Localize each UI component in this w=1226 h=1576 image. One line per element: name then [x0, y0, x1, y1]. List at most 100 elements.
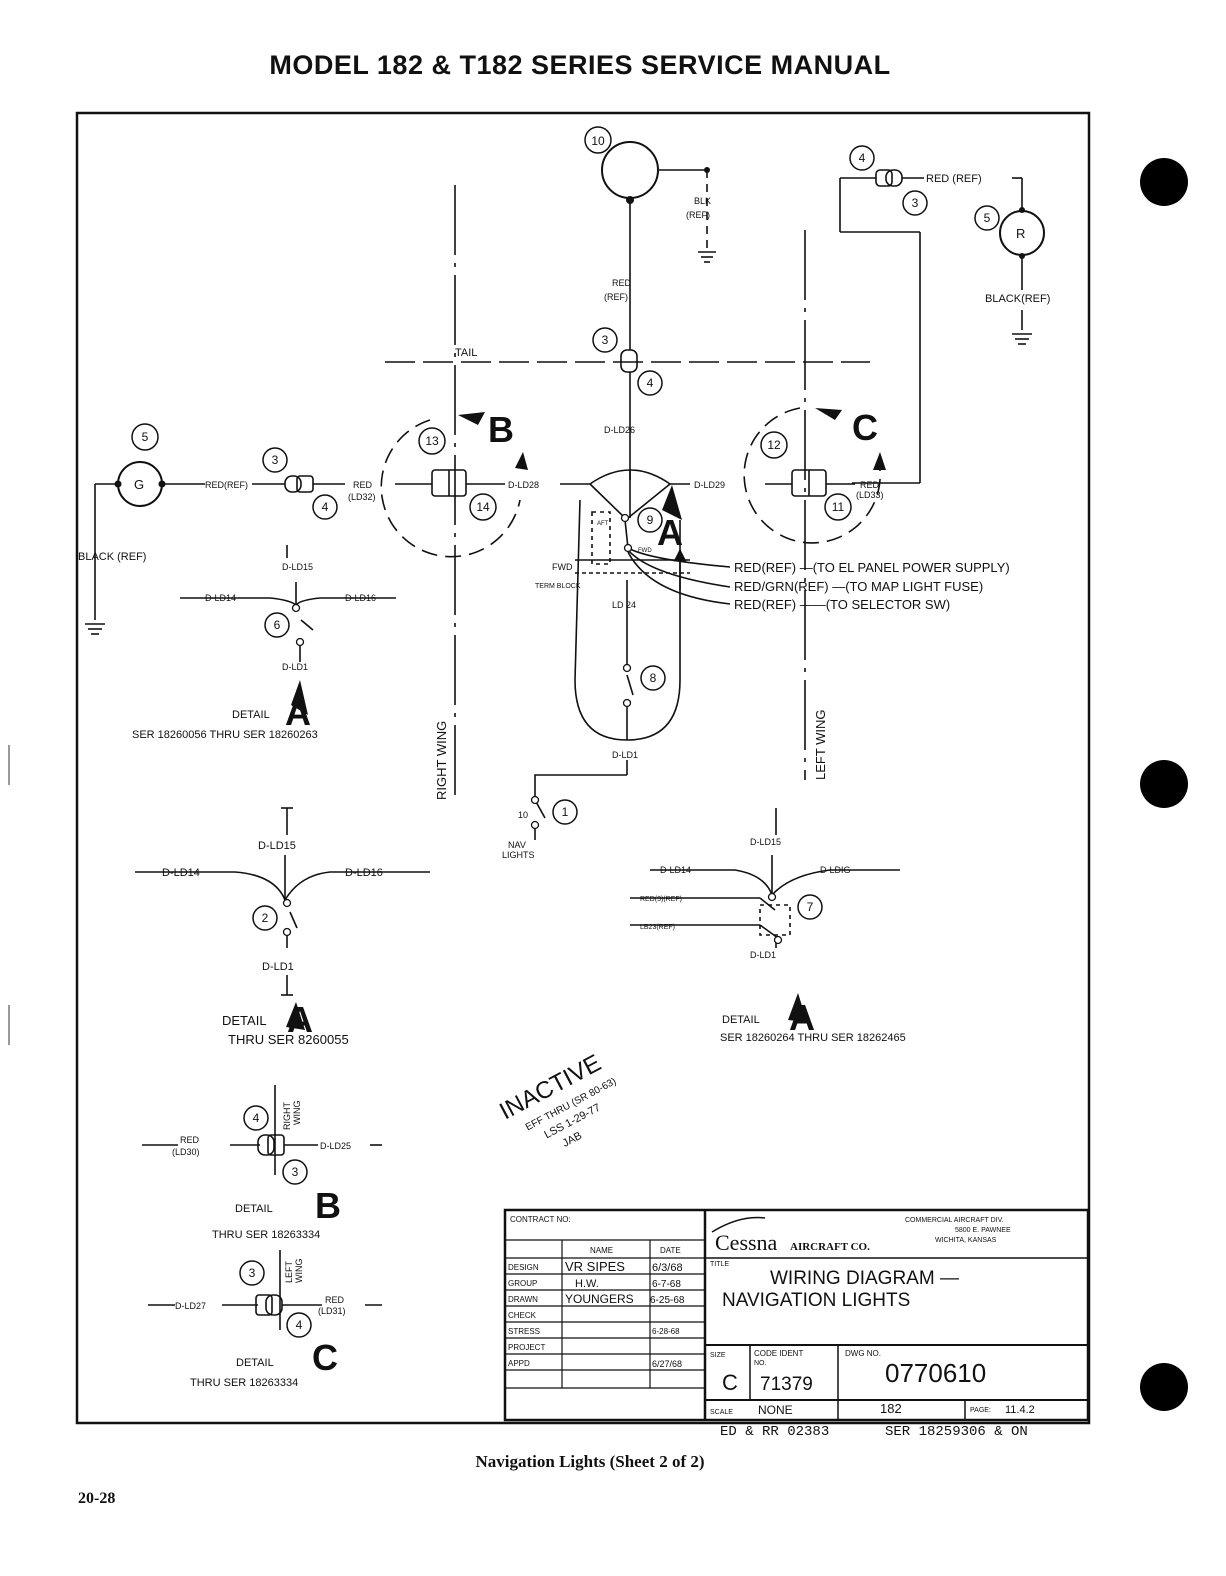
svg-text:WING: WING — [294, 1259, 304, 1284]
svg-text:2: 2 — [262, 911, 269, 925]
svg-text:7: 7 — [807, 900, 814, 914]
svg-text:AIRCRAFT CO.: AIRCRAFT CO. — [790, 1241, 870, 1253]
svg-text:4: 4 — [647, 376, 654, 390]
svg-text:4: 4 — [322, 500, 329, 514]
svg-text:6/27/68: 6/27/68 — [652, 1359, 682, 1369]
svg-text:(REF): (REF) — [686, 210, 710, 220]
svg-text:H.W.: H.W. — [575, 1278, 599, 1290]
svg-text:(LD30): (LD30) — [172, 1147, 200, 1157]
svg-text:C: C — [722, 1370, 738, 1395]
inactive-stamp: INACTIVE EFF THRU (SR 80-63) LSS 1-29-77… — [495, 1049, 618, 1149]
detail-b-ser: THRU SER 18263334 — [212, 1229, 320, 1241]
binder-hole — [1140, 760, 1188, 808]
drawing-title-line2: NAVIGATION LIGHTS — [722, 1290, 910, 1311]
svg-text:A: A — [285, 692, 311, 733]
svg-text:4: 4 — [859, 151, 866, 165]
svg-text:14: 14 — [476, 500, 490, 514]
svg-text:DESIGN: DESIGN — [508, 1263, 539, 1272]
fwd-label: FWD — [552, 562, 573, 572]
detail-c-callout: C — [852, 407, 878, 448]
svg-text:WING: WING — [292, 1101, 302, 1126]
svg-text:5800 E. PAWNEE: 5800 E. PAWNEE — [955, 1227, 1011, 1234]
svg-text:6-28-68: 6-28-68 — [652, 1327, 680, 1336]
svg-text:3: 3 — [602, 333, 609, 347]
d-ld28-label: D-LD28 — [508, 480, 539, 490]
svg-text:11: 11 — [832, 500, 845, 514]
svg-text:D-LD1: D-LD1 — [750, 950, 776, 960]
svg-text:NONE: NONE — [758, 1403, 793, 1417]
svg-text:LB23(REF): LB23(REF) — [640, 924, 675, 931]
svg-text:LEFT: LEFT — [284, 1260, 294, 1283]
term-block-label: TERM BLOCK — [535, 583, 581, 590]
svg-text:PROJECT: PROJECT — [508, 1343, 545, 1352]
svg-text:D-LD25: D-LD25 — [320, 1141, 351, 1151]
figure-caption: Navigation Lights (Sheet 2 of 2) — [475, 1452, 705, 1471]
svg-text:YOUNGERS: YOUNGERS — [565, 1292, 634, 1306]
left-wing-label: LEFT WING — [813, 709, 828, 780]
svg-text:COMMERCIAL AIRCRAFT DIV.: COMMERCIAL AIRCRAFT DIV. — [905, 1217, 1004, 1224]
svg-text:(LD31): (LD31) — [318, 1306, 346, 1316]
svg-text:RED: RED — [325, 1295, 345, 1305]
cessna-logo: Cessna — [715, 1230, 778, 1255]
svg-text:RED: RED — [353, 480, 373, 490]
d-ld26-label: D-LD26 — [604, 425, 635, 435]
svg-text:3: 3 — [249, 1266, 256, 1280]
svg-text:8: 8 — [650, 671, 657, 685]
serial-effectivity: SER 18259306 & ON — [885, 1424, 1028, 1440]
detail-a2-ser: THRU SER 8260055 — [228, 1032, 349, 1047]
blk-ref-label: BLK — [694, 196, 711, 206]
svg-text:10: 10 — [518, 810, 528, 820]
svg-text:13: 13 — [425, 434, 439, 448]
title-block-rows: DESIGN VR SIPES 6/3/68 GROUP H.W. 6-7-68… — [508, 1259, 685, 1369]
svg-text:D-LD14: D-LD14 — [660, 865, 691, 875]
drawing-frame — [75, 111, 1091, 1425]
svg-text:D-LD16: D-LD16 — [345, 867, 383, 879]
svg-text:11.4.2: 11.4.2 — [1005, 1404, 1035, 1416]
svg-text:RED: RED — [180, 1135, 200, 1145]
svg-text:CHECK: CHECK — [508, 1311, 537, 1320]
detail-b-callout: B — [488, 409, 514, 450]
detail-a1-label: DETAIL — [232, 709, 270, 721]
svg-text:(LD33): (LD33) — [856, 490, 884, 500]
svg-text:(LD32): (LD32) — [348, 492, 376, 502]
d-ld1-main-label: D-LD1 — [612, 750, 638, 760]
detail-a-callout: A — [657, 512, 683, 553]
svg-text:D-LD14: D-LD14 — [162, 867, 200, 879]
svg-text:DRAWN: DRAWN — [508, 1295, 538, 1304]
tail-label: TAIL — [455, 347, 477, 359]
nav-lights-label: NAV — [508, 840, 526, 850]
edge-mark — [8, 745, 10, 785]
binder-hole — [1140, 158, 1188, 206]
svg-text:3: 3 — [272, 453, 279, 467]
svg-text:APPD: APPD — [508, 1359, 530, 1368]
svg-text:RED(3)(REF): RED(3)(REF) — [640, 896, 682, 903]
svg-text:12: 12 — [767, 438, 781, 452]
edge-mark — [8, 1005, 10, 1045]
svg-text:3: 3 — [292, 1165, 299, 1179]
svg-text:RIGHT: RIGHT — [282, 1102, 292, 1131]
svg-text:D-LD1: D-LD1 — [282, 662, 308, 672]
drawing-number: 0770610 — [885, 1358, 986, 1388]
svg-text:5: 5 — [984, 211, 991, 225]
right-wing-label: RIGHT WING — [434, 721, 449, 800]
svg-text:4: 4 — [296, 1318, 303, 1332]
svg-text:TITLE: TITLE — [710, 1261, 729, 1268]
svg-text:LIGHTS: LIGHTS — [502, 850, 535, 860]
svg-text:182: 182 — [880, 1401, 902, 1416]
svg-text:C: C — [312, 1337, 338, 1378]
detail-c-ser: THRU SER 18263334 — [190, 1377, 298, 1389]
detail-c-label: DETAIL — [236, 1357, 274, 1369]
detail-a3-label: DETAIL — [722, 1014, 760, 1026]
detail-a2-label: DETAIL — [222, 1013, 267, 1028]
svg-text:PAGE:: PAGE: — [970, 1407, 991, 1414]
svg-text:VR SIPES: VR SIPES — [565, 1259, 625, 1274]
svg-text:SIZE: SIZE — [710, 1352, 726, 1359]
svg-text:NO.: NO. — [754, 1360, 767, 1367]
svg-text:A: A — [287, 999, 313, 1040]
tail-light — [601, 141, 659, 199]
svg-text:RED: RED — [860, 480, 880, 490]
revision-note: ED & RR 02383 — [720, 1424, 830, 1440]
svg-text:D-LD1: D-LD1 — [262, 961, 294, 973]
svg-text:STRESS: STRESS — [508, 1327, 540, 1336]
